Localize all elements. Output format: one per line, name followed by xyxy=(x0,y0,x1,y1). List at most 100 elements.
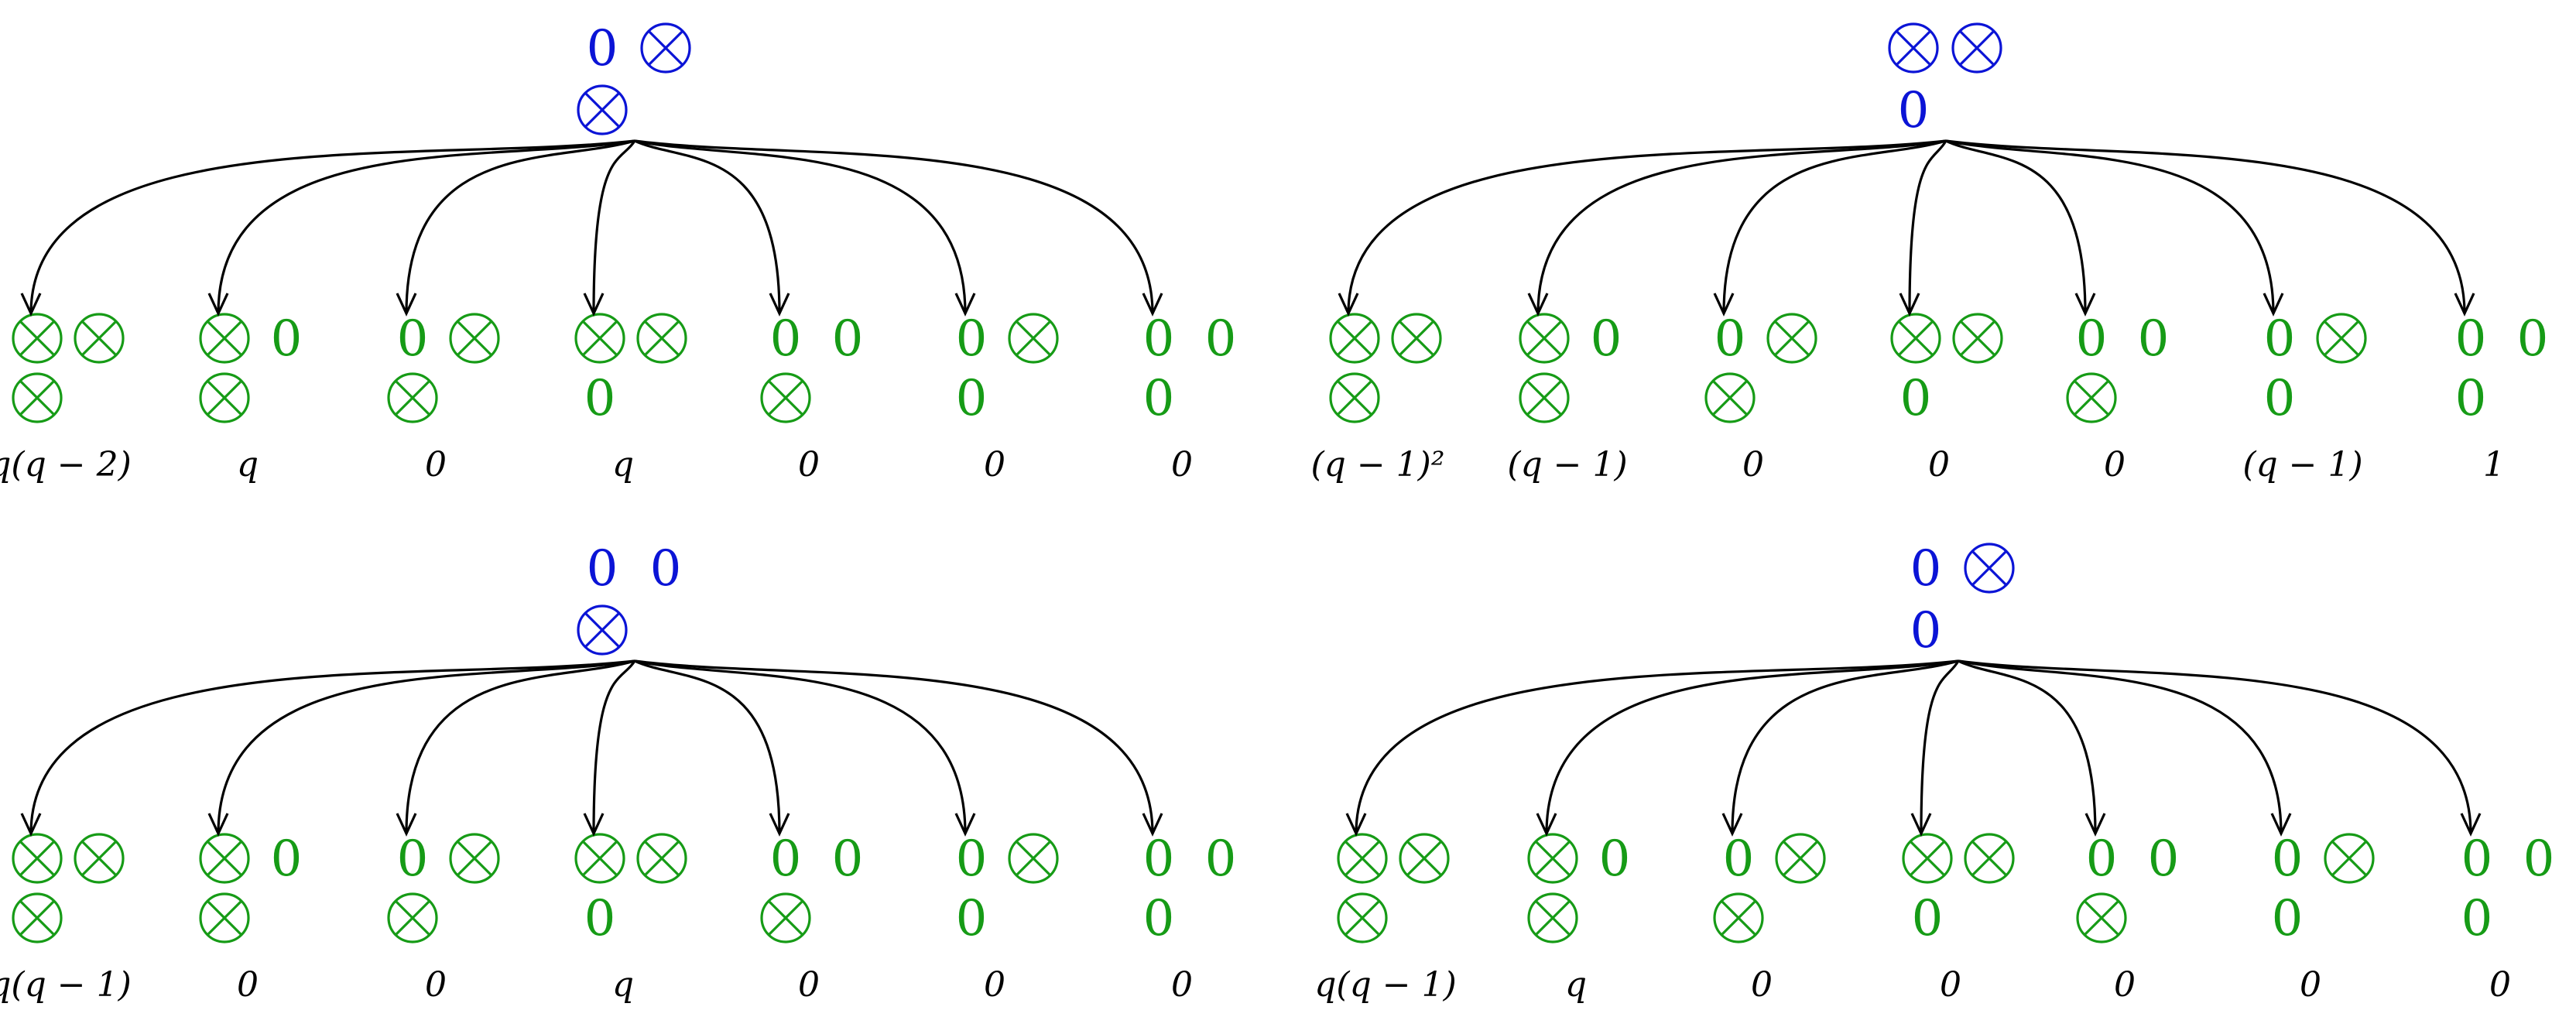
child-cell-1-zero: 0 xyxy=(1143,830,1175,888)
child-cell-2-otimes-icon xyxy=(1391,313,1442,364)
child-cell-1-zero: 0 xyxy=(2272,830,2304,888)
child-weight-label: 0 xyxy=(1928,445,1950,485)
child-cell-1-otimes-icon xyxy=(1337,833,1388,884)
child-weight-label: 0 xyxy=(798,965,820,1005)
edge-arrow xyxy=(634,659,1154,834)
edge-arrow xyxy=(217,659,635,834)
child-cell-2-otimes-icon xyxy=(449,833,500,884)
child-weight-label: q xyxy=(1565,965,1587,1005)
child-cell-2-zero: 0 xyxy=(2523,830,2555,888)
child-cell-2-zero: 0 xyxy=(2138,310,2170,368)
child-weight-label: 0 xyxy=(1742,445,1764,485)
root-cell-2-zero: 0 xyxy=(650,540,682,598)
child-cell-3-otimes-icon xyxy=(1337,892,1388,943)
child-cell-3-otimes-icon xyxy=(760,892,811,943)
edge-arrow xyxy=(1908,140,1947,314)
edge-arrow xyxy=(634,139,1154,314)
child-cell-1-zero: 0 xyxy=(770,830,802,888)
child-node-3: 00 xyxy=(387,830,500,1005)
arrowhead-icon xyxy=(1142,293,1163,317)
child-cell-2-otimes-icon xyxy=(1399,833,1450,884)
child-weight-label: q xyxy=(612,965,634,1005)
child-weight-label: (q − 1) xyxy=(2242,445,2362,485)
edge-arrow xyxy=(405,139,635,314)
edge-arrow xyxy=(1945,139,2466,314)
edge-arrow xyxy=(1347,139,1947,314)
child-weight-label: (q − 1)² xyxy=(1311,445,1445,485)
child-cell-2-otimes-icon xyxy=(1008,833,1059,884)
child-weight-label: 0 xyxy=(425,445,447,485)
edge-arrow xyxy=(634,139,967,314)
root-cell-1-zero: 0 xyxy=(587,540,618,598)
root-cell-2-otimes-icon xyxy=(1964,543,2015,594)
child-cell-2-zero: 0 xyxy=(832,310,864,368)
child-weight-label: (q − 1) xyxy=(1507,445,1627,485)
edge-arrow xyxy=(1722,139,1947,314)
root-cell-3-otimes-icon xyxy=(577,604,628,656)
child-cell-3-otimes-icon xyxy=(2066,372,2117,423)
child-weight-label: 0 xyxy=(1171,445,1193,485)
child-cell-2-otimes-icon xyxy=(636,833,687,884)
child-cell-1-zero: 0 xyxy=(2086,830,2118,888)
edge-arrow xyxy=(592,660,636,834)
child-node-4: 0q xyxy=(574,313,687,485)
child-weight-label: 0 xyxy=(1751,965,1773,1005)
child-weight-label: q(q − 1) xyxy=(0,965,132,1005)
child-node-1: (q − 1)² xyxy=(1311,313,1445,485)
child-cell-2-zero: 0 xyxy=(1599,830,1631,888)
edge-arrow xyxy=(1355,659,1959,834)
arrowhead-icon xyxy=(2074,293,2096,317)
child-cell-1-otimes-icon xyxy=(1890,313,1941,364)
child-weight-label: q(q − 2) xyxy=(0,445,132,485)
child-cell-2-otimes-icon xyxy=(1766,313,1817,364)
child-node-2: 0(q − 1) xyxy=(1507,310,1627,485)
child-cell-2-zero: 0 xyxy=(832,830,864,888)
child-node-6: 000 xyxy=(956,830,1059,1005)
child-weight-label: 0 xyxy=(984,445,1005,485)
child-cell-1-zero: 0 xyxy=(2461,830,2493,888)
child-cell-3-otimes-icon xyxy=(387,372,438,423)
child-cell-2-zero: 0 xyxy=(2517,310,2549,368)
child-cell-2-otimes-icon xyxy=(1008,313,1059,364)
edge-arrow xyxy=(1958,659,2283,834)
child-weight-label: 0 xyxy=(237,965,259,1005)
root-cell-1-otimes-icon xyxy=(1888,22,1939,74)
child-cell-3-zero: 0 xyxy=(1912,890,1944,947)
edge-arrow xyxy=(217,139,635,314)
root-node: 0 xyxy=(1888,22,2002,139)
child-weight-label: 0 xyxy=(425,965,447,1005)
child-cell-1-otimes-icon xyxy=(12,833,63,884)
child-cell-3-otimes-icon xyxy=(12,372,63,423)
arrowhead-icon xyxy=(2270,813,2292,837)
arrowhead-icon xyxy=(207,293,229,317)
child-node-3: 00 xyxy=(1704,310,1817,485)
child-cell-2-zero: 0 xyxy=(271,310,303,368)
child-cell-3-otimes-icon xyxy=(1519,372,1570,423)
arrowhead-icon xyxy=(20,293,42,317)
arrowhead-icon xyxy=(1142,813,1163,837)
root-cell-1-zero: 0 xyxy=(587,20,618,77)
child-cell-1-otimes-icon xyxy=(199,833,250,884)
root-cell-3-otimes-icon xyxy=(577,84,628,135)
child-cell-3-otimes-icon xyxy=(199,372,250,423)
arrowhead-icon xyxy=(954,813,976,837)
arrowhead-icon xyxy=(769,813,790,837)
arrowhead-icon xyxy=(1721,813,1743,837)
child-weight-label: 0 xyxy=(2489,965,2511,1005)
child-cell-3-zero: 0 xyxy=(2264,370,2296,427)
child-node-2: 0q xyxy=(1527,830,1631,1005)
arrowhead-icon xyxy=(1338,293,1359,317)
root-node: 00 xyxy=(1910,540,2015,659)
child-weight-label: 0 xyxy=(1171,965,1193,1005)
child-cell-1-zero: 0 xyxy=(1723,830,1755,888)
child-cell-3-zero: 0 xyxy=(956,370,988,427)
arrowhead-icon xyxy=(1345,813,1367,837)
child-cell-1-otimes-icon xyxy=(1902,833,1953,884)
